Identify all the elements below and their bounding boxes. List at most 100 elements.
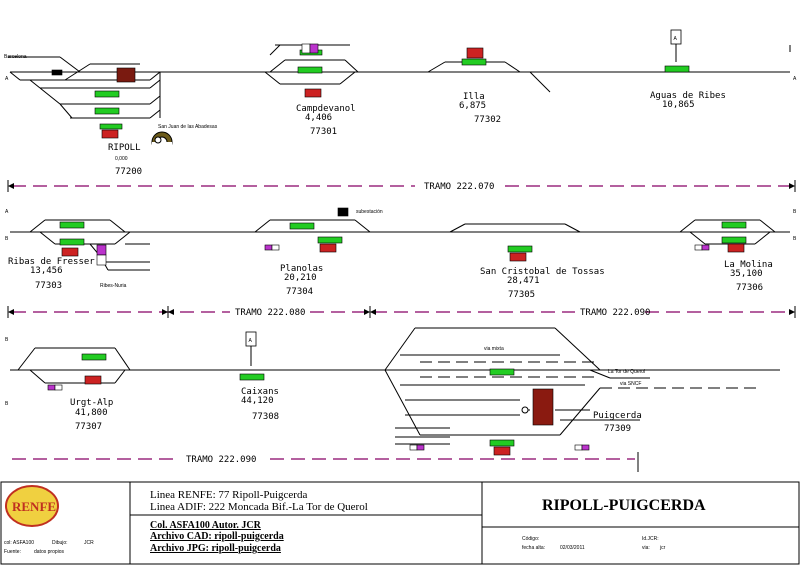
station-km: 13,456 (30, 266, 63, 276)
station-code: 77304 (286, 287, 313, 297)
fecha-value: 02/03/2011 (560, 545, 585, 551)
tramo-labels: TRAMO 222.070 TRAMO 222.080 TRAMO 222.09… (186, 182, 650, 465)
track-lines-row2 (10, 219, 790, 445)
station-km: 35,100 (730, 269, 763, 279)
branch-label: San Juan de las Abadesas (158, 124, 218, 130)
cad-file: Archivo CAD: ripoll-puigcerda (150, 531, 284, 542)
platform (489, 368, 515, 376)
a-sign-text: A (674, 36, 678, 42)
codigo-label: Código: (522, 536, 539, 542)
small-labels: Barcelona San Juan de las Abadesas subes… (4, 54, 645, 387)
station-code: 77307 (75, 422, 102, 432)
station-km: 20,210 (284, 273, 317, 283)
letter-b-1: B (5, 236, 9, 242)
platform (507, 245, 533, 253)
platform (721, 236, 747, 244)
building (116, 67, 136, 83)
station-name: Illa (463, 92, 485, 102)
page-title: RIPOLL-PUIGCERDA (542, 497, 706, 514)
tramo-lines (12, 185, 790, 460)
substation-label: subestación (356, 209, 383, 215)
turntable-icon (151, 131, 529, 414)
station-code: 77308 (252, 412, 279, 422)
letter-b-5: B (5, 401, 9, 407)
letter-a-3: A (5, 209, 9, 215)
platform (721, 221, 747, 229)
station-km: 10,865 (662, 100, 695, 110)
jpg-file: Archivo JPG: ripoll-puigcerda (150, 543, 281, 554)
station-code: 77309 (604, 424, 631, 434)
tramo-arrows (8, 183, 795, 315)
station-km: 41,800 (75, 408, 108, 418)
platform (99, 123, 123, 130)
station-name: Campdevanol (296, 104, 356, 114)
station-name: RIPOLL (108, 143, 141, 153)
station-code: 77301 (310, 127, 337, 137)
platform (94, 107, 120, 115)
building (509, 252, 527, 262)
logo-text: RENFE (12, 499, 56, 514)
via-label: via: (642, 545, 650, 551)
station-km: 0,000 (115, 156, 128, 162)
via-sncf-label: via SNCF (620, 381, 641, 387)
platform (664, 65, 690, 73)
tramo-label: TRAMO 222.090 (186, 455, 256, 465)
a-sign-text: A (249, 338, 253, 344)
tramo-label: TRAMO 222.090 (580, 308, 650, 318)
track-lines (8, 44, 791, 119)
building (84, 375, 102, 385)
station-name: Aguas de Ribes (650, 91, 726, 101)
station-km: 28,471 (507, 276, 540, 286)
tramo-label: TRAMO 222.080 (235, 308, 305, 318)
station-name: Urgt-Alp (70, 398, 113, 408)
signal-icon (521, 406, 529, 414)
platform (289, 222, 315, 230)
id-label: Id.JCR: (642, 536, 659, 542)
platform (59, 238, 85, 246)
station-name: Ribas de Fresser (8, 257, 95, 267)
station-name: La Molina (724, 260, 773, 270)
station-code: 77302 (474, 115, 501, 125)
dibujo-label: Dibujo: (52, 540, 68, 546)
platform (59, 221, 85, 229)
platform (489, 439, 515, 447)
tramo-label: TRAMO 222.070 (424, 182, 494, 192)
letter-b-3: B (793, 236, 797, 242)
station-code: 77305 (508, 290, 535, 300)
via-value: jcr (659, 545, 666, 551)
station-km: 44,120 (241, 396, 274, 406)
building (319, 243, 337, 253)
fecha-label: fecha alta: (522, 545, 545, 551)
platform (81, 353, 107, 361)
end-letters: A A A B B B B B (5, 76, 797, 407)
line-adif: Linea ADIF: 222 Moncada Bif.-La Tor de Q… (150, 501, 368, 513)
building (532, 388, 554, 426)
letter-a-1: A (5, 76, 9, 82)
col-label: col: ASFA100 (4, 540, 34, 546)
buildings (61, 47, 745, 456)
station-km: 4,406 (305, 113, 332, 123)
fuente-label: Fuente: (4, 549, 21, 555)
letter-b-2: B (793, 209, 797, 215)
station-code: 77200 (115, 167, 142, 177)
building (727, 243, 745, 253)
station-name: San Cristobal de Tossas (480, 267, 605, 277)
station-labels: RIPOLL 0,000 77200 Campdevanol 4,406 773… (8, 91, 773, 434)
building (61, 247, 79, 257)
station-name: Puigcerda (593, 411, 642, 421)
platform (317, 236, 343, 244)
platform (94, 90, 120, 98)
platform (239, 373, 265, 381)
fuente-value: datos propios (34, 549, 65, 555)
origin-label: Barcelona (4, 54, 27, 60)
renfe-logo (5, 485, 59, 527)
signal-boxes (47, 43, 710, 451)
via-mixta-label: via mixta (484, 346, 504, 352)
a-signboards: A A (245, 29, 682, 366)
platforms (59, 49, 747, 447)
tor-label: La Tor de Querol (608, 369, 645, 375)
letter-a-2: A (793, 76, 797, 82)
dibujo-value: JCR (84, 540, 94, 546)
station-km: 6,875 (459, 101, 486, 111)
